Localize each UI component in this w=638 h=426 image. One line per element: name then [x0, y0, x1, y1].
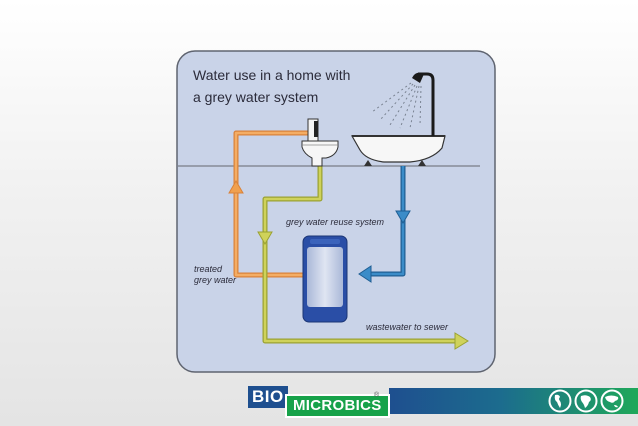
bathtub-icon [350, 135, 446, 166]
wastewater-pipe [257, 166, 469, 350]
right-arrow-icon [454, 332, 469, 350]
diagram-title-line1: Water use in a home with [193, 67, 350, 83]
globe-africa-icon [574, 389, 598, 413]
down-arrow-icon [257, 231, 273, 245]
treated-water-label-line2: grey water [194, 275, 237, 285]
diagram-title-line2: a grey water system [193, 89, 318, 105]
reuse-tank-icon [302, 235, 348, 323]
globe-asia-icon [600, 389, 624, 413]
grey-water-diagram: Water use in a home with a grey water sy… [176, 50, 496, 373]
globe-icons [548, 389, 624, 413]
up-arrow-icon [228, 180, 244, 194]
logo-registered-mark: ® [374, 392, 380, 399]
logo-bio-text: BIO [248, 386, 288, 408]
treated-water-pipe [228, 130, 312, 278]
wastewater-label: wastewater to sewer [366, 322, 449, 332]
reuse-system-label: grey water reuse system [286, 217, 385, 227]
greywater-pipe [358, 166, 411, 283]
footer-bar: BIO MICROBICS ® [0, 382, 638, 426]
down-arrow-icon [395, 210, 411, 224]
left-arrow-icon [358, 265, 372, 283]
globe-americas-icon [548, 389, 572, 413]
logo-microbics-text: MICROBICS [285, 394, 390, 418]
shower-icon [371, 72, 435, 136]
treated-water-label-line1: treated [194, 264, 223, 274]
toilet-icon [301, 118, 339, 167]
